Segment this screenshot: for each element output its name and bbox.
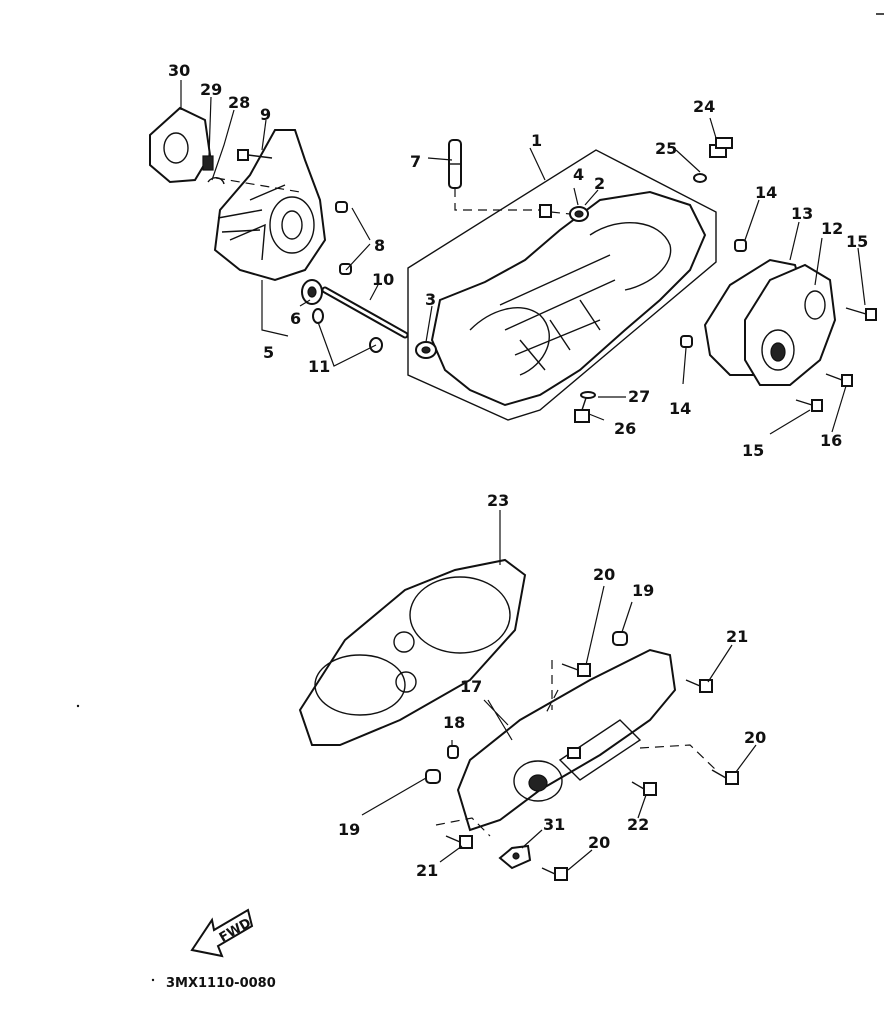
label-14b: 14 [669, 399, 691, 418]
clip-28 [207, 177, 225, 185]
label-12: 12 [821, 219, 843, 238]
label-17: 17 [460, 677, 482, 696]
label-29: 29 [200, 80, 222, 99]
crankcase-1 [407, 149, 717, 421]
label-11: 11 [308, 357, 330, 376]
label-4: 4 [573, 165, 584, 184]
label-5: 5 [263, 343, 274, 362]
bolt-20 [541, 663, 739, 881]
dowel-8 [335, 201, 352, 275]
label-8: 8 [374, 236, 385, 255]
stray-dot [76, 704, 80, 708]
o-ring-25 [693, 173, 707, 183]
label-28: 28 [228, 93, 250, 112]
label-1: 1 [531, 131, 542, 150]
label-19b: 19 [632, 581, 654, 600]
shaft-10 [321, 286, 409, 339]
dowel-14 [680, 239, 747, 348]
cover-12 [744, 263, 837, 386]
label-18: 18 [443, 713, 465, 732]
stray-dot-2 [151, 978, 155, 982]
bolt-16 [825, 373, 853, 387]
plate-30 [149, 106, 212, 184]
bearing-2 [569, 206, 589, 222]
label-31: 31 [543, 815, 565, 834]
bolt-26 [574, 391, 590, 423]
plug-24 [709, 137, 733, 158]
part-labels: 1 2 3 4 5 6 7 8 9 10 11 12 13 14 14 15 1… [168, 61, 868, 880]
label-2: 2 [594, 174, 605, 193]
label-23: 23 [487, 491, 509, 510]
dowel-7 [448, 139, 462, 189]
label-7: 7 [410, 152, 421, 171]
label-16: 16 [820, 431, 842, 450]
label-24: 24 [693, 97, 715, 116]
label-10: 10 [372, 270, 394, 289]
label-26: 26 [614, 419, 636, 438]
crankcase-5 [213, 129, 327, 282]
bearing-3 [415, 341, 437, 359]
bolt-21 [445, 679, 713, 849]
bolt-22 [631, 781, 657, 796]
label-14a: 14 [755, 183, 777, 202]
label-13: 13 [791, 204, 813, 223]
gasket-23 [298, 558, 527, 746]
drawing-code: 3MX1110-0080 [166, 976, 276, 991]
bracket-31 [498, 844, 532, 870]
stud-4 [539, 204, 552, 218]
label-19a: 19 [338, 820, 360, 839]
oil-seal-6 [301, 279, 323, 305]
label-3: 3 [425, 290, 436, 309]
crankcase-cover-17 [456, 648, 677, 832]
label-20b: 20 [744, 728, 766, 747]
bolt-15 [795, 307, 877, 412]
dowel-19 [425, 631, 628, 784]
label-20c: 20 [588, 833, 610, 852]
label-21a: 21 [726, 627, 748, 646]
leader-lines [180, 80, 866, 871]
label-9: 9 [260, 105, 271, 124]
label-21b: 21 [416, 861, 438, 880]
label-6: 6 [290, 309, 301, 328]
label-22: 22 [627, 815, 649, 834]
label-15a: 15 [846, 232, 868, 251]
dowel-18 [447, 745, 459, 759]
label-30: 30 [168, 61, 190, 80]
label-20a: 20 [593, 565, 615, 584]
washer-27 [580, 391, 596, 399]
bolt-9 [237, 149, 273, 161]
fwd-arrow-icon: FWD [190, 908, 254, 958]
label-27: 27 [628, 387, 650, 406]
label-25: 25 [655, 139, 677, 158]
spring-29 [202, 155, 214, 171]
label-15b: 15 [742, 441, 764, 460]
